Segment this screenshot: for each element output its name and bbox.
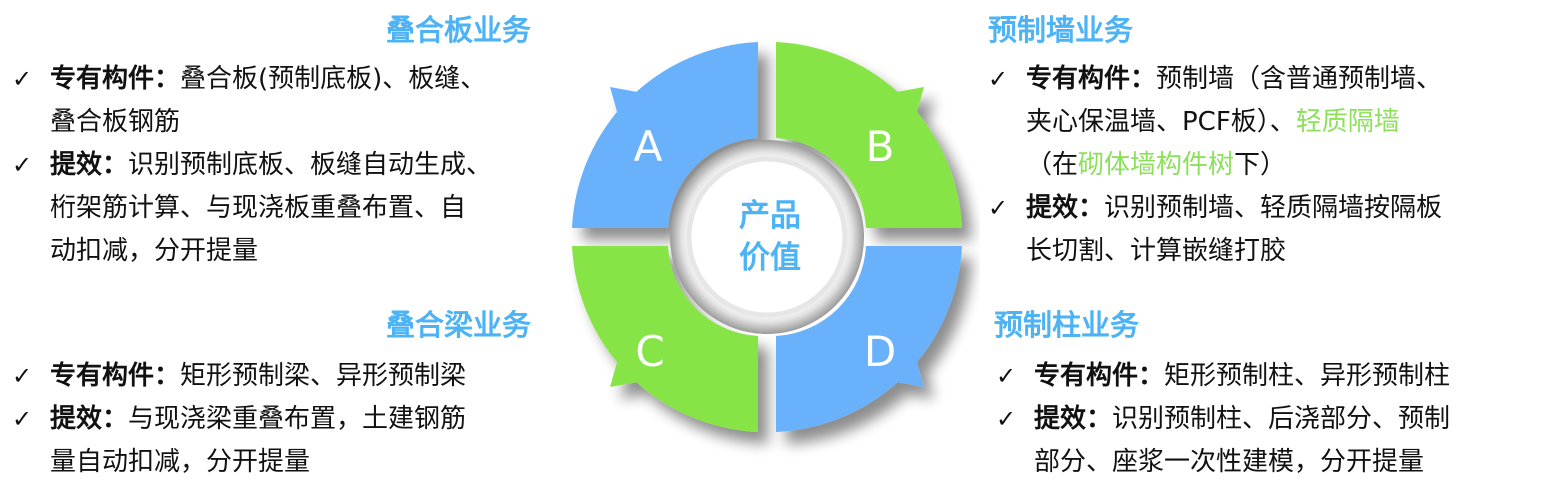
item-text: 识别预制柱、后浇部分、预制 — [1112, 404, 1451, 434]
list-item: ✓ 提效：与现浇梁重叠布置，土建钢筋 量自动扣减，分开提量 — [12, 398, 572, 484]
list-item: ✓ 专有构件：叠合板(预制底板)、板缝、 叠合板钢筋 — [12, 58, 572, 144]
item-text: 矩形预制柱、异形预制柱 — [1164, 361, 1451, 391]
block-c-title: 叠合梁业务 — [386, 308, 532, 342]
item-text: 部分、座浆一次性建模，分开提量 — [1034, 447, 1425, 477]
product-value-wheel: A B C D 产品 价值 — [560, 40, 980, 480]
item-text: 识别预制墙、轻质隔墙按隔板 — [1104, 193, 1443, 223]
item-text: 矩形预制梁、异形预制梁 — [180, 361, 467, 391]
segment-d — [776, 246, 962, 432]
segment-b-letter: B — [866, 122, 895, 171]
item-label: 提效： — [1034, 404, 1113, 434]
checkmark-icon: ✓ — [996, 362, 1017, 390]
item-text: 夹心保温墙、PCF板）、 — [1026, 107, 1296, 137]
item-text: 与现浇梁重叠布置，土建钢筋 — [128, 404, 467, 434]
item-label: 提效： — [50, 404, 129, 434]
item-text: 叠合板(预制底板)、板缝、 — [180, 64, 487, 94]
list-item: ✓ 提效：识别预制底板、板缝自动生成、 桁架筋计算、与现浇板重叠布置、自 动扣减… — [12, 144, 572, 273]
item-text: 桁架筋计算、与现浇板重叠布置、自 — [50, 193, 467, 223]
center-label-line2: 价值 — [739, 240, 801, 276]
block-a-composite-slab: 叠合板业务 ✓ 专有构件：叠合板(预制底板)、板缝、 叠合板钢筋 ✓ 提效：识别… — [0, 0, 580, 290]
checkmark-icon: ✓ — [988, 65, 1009, 93]
segment-a-letter: A — [634, 122, 663, 171]
item-label: 提效： — [50, 150, 129, 180]
item-text: 叠合板钢筋 — [50, 107, 181, 137]
highlight-text: 轻质隔墙 — [1295, 107, 1400, 137]
block-b-title: 预制墙业务 — [988, 13, 1134, 47]
item-label: 专有构件： — [50, 64, 181, 94]
item-label: 专有构件： — [50, 361, 181, 391]
center-label-line1: 产品 — [739, 198, 801, 234]
block-c-composite-beam: 叠合梁业务 ✓ 专有构件：矩形预制梁、异形预制梁 ✓ 提效：与现浇梁重叠布置，土… — [0, 0, 580, 501]
segment-c — [572, 246, 758, 432]
item-label: 专有构件： — [1034, 361, 1165, 391]
block-d-title: 预制柱业务 — [994, 308, 1140, 342]
block-b-precast-wall: 预制墙业务 ✓ 专有构件：预制墙（含普通预制墙、 夹心保温墙、PCF板）、轻质隔… — [988, 13, 1543, 273]
item-text: 量自动扣减，分开提量 — [50, 447, 311, 477]
item-label: 专有构件： — [1026, 64, 1157, 94]
item-text: 预制墙（含普通预制墙、 — [1156, 64, 1443, 94]
checkmark-icon: ✓ — [12, 151, 33, 179]
center-label: 产品 价值 — [560, 195, 980, 279]
checkmark-icon: ✓ — [12, 405, 33, 433]
highlight-text: 砌体墙构件树 — [1078, 150, 1235, 180]
wheel-graphic: A B C D — [572, 42, 962, 432]
item-text: 动扣减，分开提量 — [50, 236, 259, 266]
list-item: ✓ 专有构件：预制墙（含普通预制墙、 夹心保温墙、PCF板）、轻质隔墙 （在砌体… — [988, 58, 1543, 187]
segment-c-letter: C — [635, 327, 664, 376]
checkmark-icon: ✓ — [12, 65, 33, 93]
checkmark-icon: ✓ — [988, 194, 1009, 222]
segment-a — [572, 42, 758, 228]
item-text: 识别预制底板、板缝自动生成、 — [128, 150, 493, 180]
item-label: 提效： — [1026, 193, 1105, 223]
list-item: ✓ 提效：识别预制墙、轻质隔墙按隔板 长切割、计算嵌缝打胶 — [988, 187, 1543, 273]
segment-b — [776, 42, 962, 228]
checkmark-icon: ✓ — [12, 362, 33, 390]
list-item: ✓ 提效：识别预制柱、后浇部分、预制 部分、座浆一次性建模，分开提量 — [996, 398, 1546, 484]
segment-d-letter: D — [864, 327, 896, 376]
block-a-title: 叠合板业务 — [386, 13, 532, 47]
item-text: （在 — [1026, 150, 1079, 180]
list-item: ✓ 专有构件：矩形预制梁、异形预制梁 — [12, 355, 572, 398]
list-item: ✓ 专有构件：矩形预制柱、异形预制柱 — [996, 355, 1546, 398]
item-text: 下） — [1234, 150, 1287, 180]
item-text: 长切割、计算嵌缝打胶 — [1026, 236, 1287, 266]
checkmark-icon: ✓ — [996, 405, 1017, 433]
